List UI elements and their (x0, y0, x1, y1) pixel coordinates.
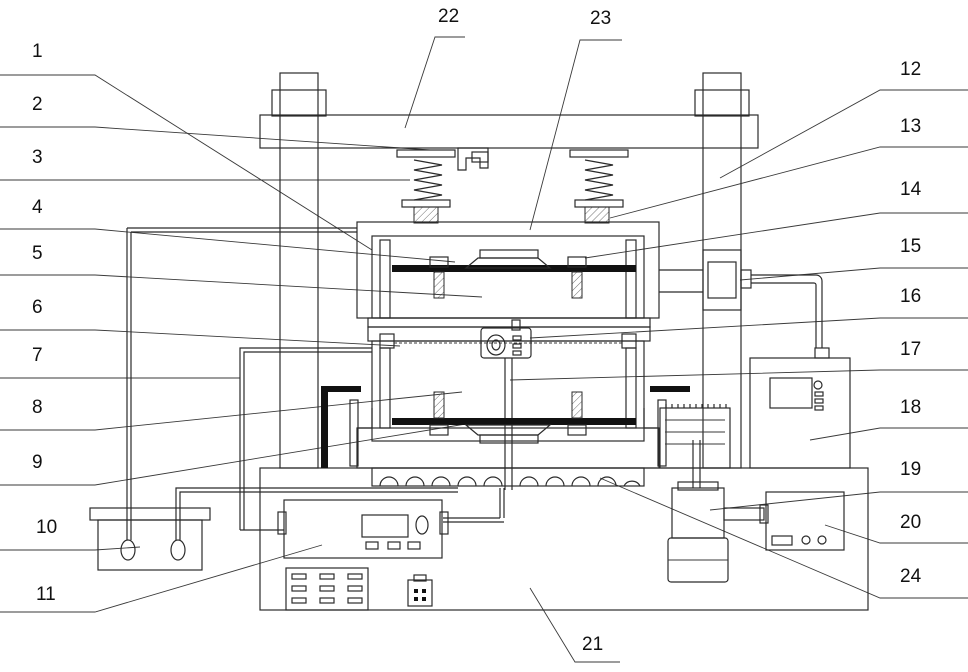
label-17: 17 (900, 339, 921, 360)
upper-press-frame (357, 222, 659, 318)
label-8: 8 (32, 397, 43, 418)
top-plate (260, 115, 758, 170)
label-21: 21 (582, 634, 603, 655)
label-14: 14 (900, 179, 922, 200)
label-20: 20 (900, 512, 921, 533)
label-16: 16 (900, 286, 921, 307)
label-1: 1 (32, 41, 43, 62)
part-labels: 1 2 3 4 5 6 7 8 9 10 11 12 13 14 15 16 1… (32, 6, 922, 655)
main-controller-11 (278, 500, 448, 610)
label-4: 4 (32, 197, 43, 218)
label-7: 7 (32, 345, 43, 366)
control-box-20 (766, 492, 844, 550)
label-22: 22 (438, 6, 459, 27)
label-10: 10 (36, 517, 57, 538)
label-13: 13 (900, 116, 921, 137)
label-12: 12 (900, 59, 921, 80)
base-cabinet (260, 468, 868, 610)
label-5: 5 (32, 243, 43, 264)
middle-rail (368, 318, 650, 358)
label-15: 15 (900, 236, 921, 257)
label-24: 24 (900, 566, 922, 587)
label-11: 11 (36, 584, 56, 605)
controller-box-18 (750, 348, 850, 468)
label-2: 2 (32, 94, 43, 115)
water-tank (90, 228, 458, 570)
label-18: 18 (900, 397, 921, 418)
label-23: 23 (590, 8, 611, 29)
heater-row (372, 468, 644, 486)
gear-motor (660, 404, 768, 582)
label-6: 6 (32, 297, 43, 318)
label-9: 9 (32, 452, 43, 473)
label-19: 19 (900, 459, 921, 480)
leader-lines (0, 37, 968, 662)
springs (397, 150, 628, 223)
label-3: 3 (32, 147, 43, 168)
